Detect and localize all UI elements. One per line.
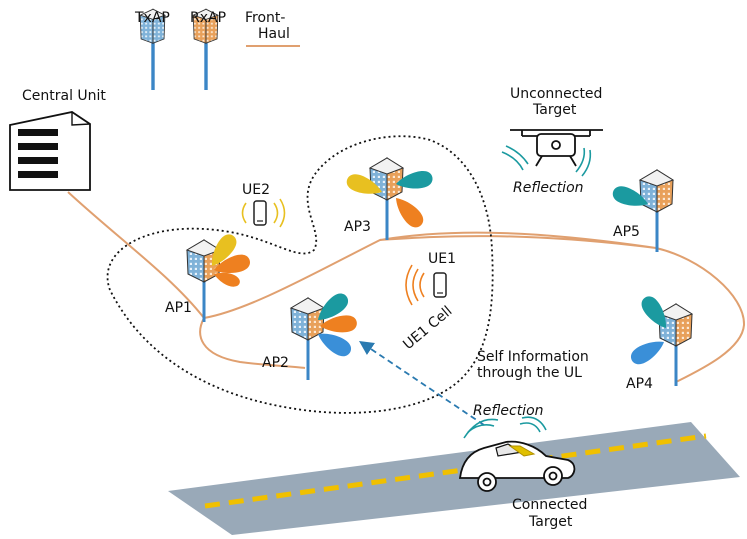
connected-target: Reflection Connected Target (458, 403, 587, 530)
fronthaul-label-line2: Haul (258, 26, 290, 42)
ap3-label: AP3 (344, 219, 371, 235)
unconnected-target: Unconnected Target Reflection (501, 86, 603, 196)
ue2-phone-icon (253, 200, 267, 226)
central-unit: Central Unit (9, 88, 106, 191)
self-info-label-line1: Self Information (477, 349, 589, 365)
fronthaul-cable (67, 191, 746, 383)
connected-target-label-line2: Target (528, 514, 573, 530)
txap-label: TxAP (134, 10, 170, 26)
ue2-label: UE2 (242, 182, 270, 198)
ue2-signal-waves (241, 198, 286, 228)
ap1-label: AP1 (165, 300, 192, 316)
txap-legend-icon (139, 8, 166, 90)
ue1: UE1 (405, 251, 456, 306)
ap5: AP5 (610, 169, 674, 253)
connected-target-label-line1: Connected (512, 497, 587, 513)
ul-link-arrow (359, 340, 485, 426)
ap2-label: AP2 (262, 355, 289, 371)
car-icon (458, 440, 576, 492)
unconnected-target-label-line1: Unconnected (510, 86, 602, 102)
ue1-label: UE1 (428, 251, 456, 267)
self-info-label-line2: through the UL (477, 365, 582, 381)
ap3: AP3 (344, 157, 434, 241)
ap1: AP1 (165, 230, 252, 323)
ap2: AP2 (262, 289, 358, 381)
drone-icon (510, 129, 603, 167)
legend: TxAP RxAP Front- Haul (134, 8, 300, 90)
reflection-drone-label: Reflection (513, 180, 584, 196)
ue1-cell-label: UE1 Cell (400, 303, 455, 353)
ap4: AP4 (626, 292, 693, 392)
road (168, 422, 740, 535)
car-echo-waves (463, 416, 547, 439)
unconnected-target-label-line2: Target (532, 102, 577, 118)
reflection-car-label: Reflection (473, 403, 544, 419)
fronthaul-label-line1: Front- (245, 10, 285, 26)
drone-echo-waves (501, 145, 592, 177)
ap5-tower-icon (639, 169, 674, 253)
ap4-label: AP4 (626, 376, 653, 392)
ue1-phone-icon (433, 272, 447, 298)
ue1-signal-waves (405, 264, 425, 306)
ap5-label: AP5 (613, 224, 640, 240)
rxap-label: RxAP (190, 10, 226, 26)
road-center-line (204, 433, 707, 509)
central-unit-label: Central Unit (22, 88, 106, 104)
central-unit-building (9, 111, 91, 191)
rxap-legend-icon (192, 8, 219, 90)
ue2: UE2 (241, 182, 286, 228)
